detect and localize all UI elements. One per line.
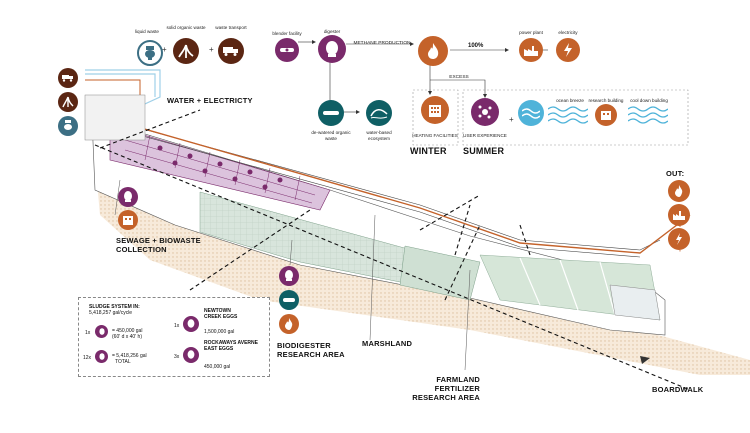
banana-peel-icon [58,92,78,112]
row1-value: = 450,000 gal [112,328,143,334]
row2-total: TOTAL [115,359,131,365]
dewatered-icon [318,100,344,126]
toilet-icon [137,40,163,66]
digester-eggs [157,145,283,190]
summer-label: SUMMER [463,146,505,156]
research-building-icon [595,104,617,126]
leader-lines [114,179,471,371]
out-label: OUT: [666,169,685,178]
building-icon [118,210,138,230]
dewatered-icon [279,290,299,310]
water-based-label: water-based ecosystem [366,130,392,141]
treatment-building [84,94,146,141]
heating-label: HEATING FACILITIES [412,133,458,138]
digester-icon [183,347,199,363]
toilet-icon [58,116,78,136]
newtown-value: 1,500,000 gal [204,329,235,335]
marsh-area-2 [399,245,481,301]
blender-icon [275,38,299,62]
liquid-waste-label: liquid waste [134,29,159,34]
user-experience-icon [471,98,499,126]
user-experience-label: USER EXPERIENCE [463,133,507,138]
digester-icon [118,187,138,207]
digester-icon [318,35,346,63]
section-lines [94,109,691,391]
rockaway-value: 450,000 gal [204,364,231,370]
blender-facility-label: blender facility [272,31,302,36]
row2-value: = 5,418,256 gal [112,353,147,359]
flame-icon [668,180,690,202]
cool-down-label: cool down building [630,98,668,103]
rockaway-name: ROCKAWAYS AVERNE EAST EGGS [204,340,258,352]
electricity-label: electricity [558,30,578,35]
row2-count: 12x [83,355,92,361]
flame-icon [279,314,299,334]
svg-text:+: + [209,45,214,54]
water-ecosystem-icon [366,100,392,126]
ocean-breeze-waves [548,106,588,124]
digester-icon [279,266,299,286]
winter-label: WINTER [410,146,447,156]
sewage-label: SEWAGE + BIOWASTE COLLECTION [116,236,201,254]
rockaway-count: 3x [174,354,180,360]
plus-signs: + + + [162,45,514,124]
cool-down-waves [628,106,668,124]
legend-rate: 5,418,257 gal/cycle [89,310,133,316]
digester-label: digester [323,29,341,34]
banana-peel-icon [173,38,199,64]
legend-title: SLUDGE SYSTEM IN: [89,304,140,310]
waste-transport-label: waste transport [215,25,247,30]
roads [109,119,661,258]
svg-text:+: + [509,115,514,124]
sewage-grid [124,134,316,204]
truck-icon [58,68,78,88]
digester-icon [183,316,199,332]
lightning-icon [668,228,690,250]
ocean-breeze-label: ocean breeze [556,98,584,103]
power-plant-label: power plant [519,30,543,35]
newtown-name: NEWTOWN CREEK EGGS [204,308,238,320]
lightning-icon [556,38,580,62]
methane-production-label: METHANE PRODUCTION [353,41,411,46]
research-building-label: research building [588,98,624,103]
marshland-label: MARSHLAND [362,339,413,348]
truck-icon [218,38,244,64]
svg-text:+: + [162,45,167,54]
field-dividers [519,257,616,316]
newtown-count: 1x [174,323,180,329]
boardwalk-label: BOARDWALK [652,385,704,394]
digester-icon [95,325,108,338]
solid-organic-waste-label: solid organic waste [166,25,206,30]
factory-icon [668,204,690,226]
winter-frame [412,89,459,146]
farmland-label: FARMLAND FERTILIZER RESEARCH AREA [412,375,480,402]
water-electricity-label: WATER + ELECTRICTY [167,96,253,105]
digester-icon [95,350,108,363]
wave-icon [518,100,544,126]
summer-frame [462,89,689,146]
factory-icon [519,38,543,62]
dewatered-label: de-watered organic waste [311,130,351,141]
row1-count: 1x [85,330,91,336]
building-icon [421,96,449,124]
marsh-area [199,191,441,291]
excess-label: EXCESS [449,75,469,80]
research-grid [609,284,661,321]
biodigester-label: BIODIGESTER RESEARCH AREA [277,341,345,359]
sludge-legend: SLUDGE SYSTEM IN: 5,418,257 gal/cycle 1x… [78,297,270,377]
percent-label: 100% [468,43,484,49]
flame-icon [418,36,448,66]
row1-dims: (60' d x 40' h) [112,334,142,340]
pipeline [119,121,691,254]
